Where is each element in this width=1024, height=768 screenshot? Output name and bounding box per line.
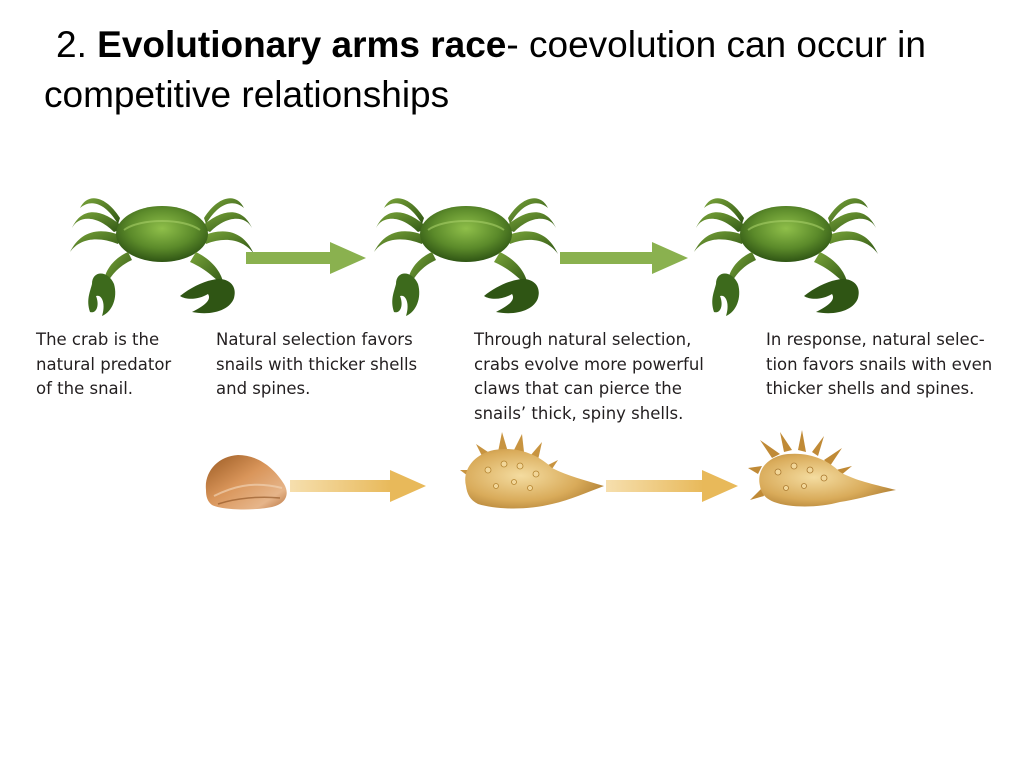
crab-illustration-2: [373, 197, 559, 317]
crab-illustration-3: [693, 197, 879, 317]
caption-even-thicker-shells: In response, natural selec- tion favors …: [766, 330, 993, 398]
crab-arrow-2: [560, 242, 688, 274]
shell-arrow-2: [606, 470, 738, 502]
caption-crab-predator: The crab is the natural predator of the …: [36, 330, 172, 398]
shell-arrow-1: [290, 470, 426, 502]
spiny-shell-illustration: [460, 432, 604, 509]
caption-powerful-claws: Through natural selection, crabs evolve …: [474, 330, 704, 423]
title-bold-term: Evolutionary arms race: [97, 24, 507, 65]
title-rest: - coevolution can occur in competitive r…: [44, 24, 926, 115]
crab-illustration-1: [69, 197, 255, 317]
title-number: 2.: [56, 24, 87, 65]
slide-title: 2. Evolutionary arms race- coevolution c…: [44, 20, 994, 120]
caption-thicker-shells: Natural selection favors snails with thi…: [216, 330, 418, 398]
smooth-shell-illustration: [205, 455, 287, 510]
crab-arrow-1: [246, 242, 366, 274]
very-spiny-shell-illustration: [748, 430, 896, 507]
